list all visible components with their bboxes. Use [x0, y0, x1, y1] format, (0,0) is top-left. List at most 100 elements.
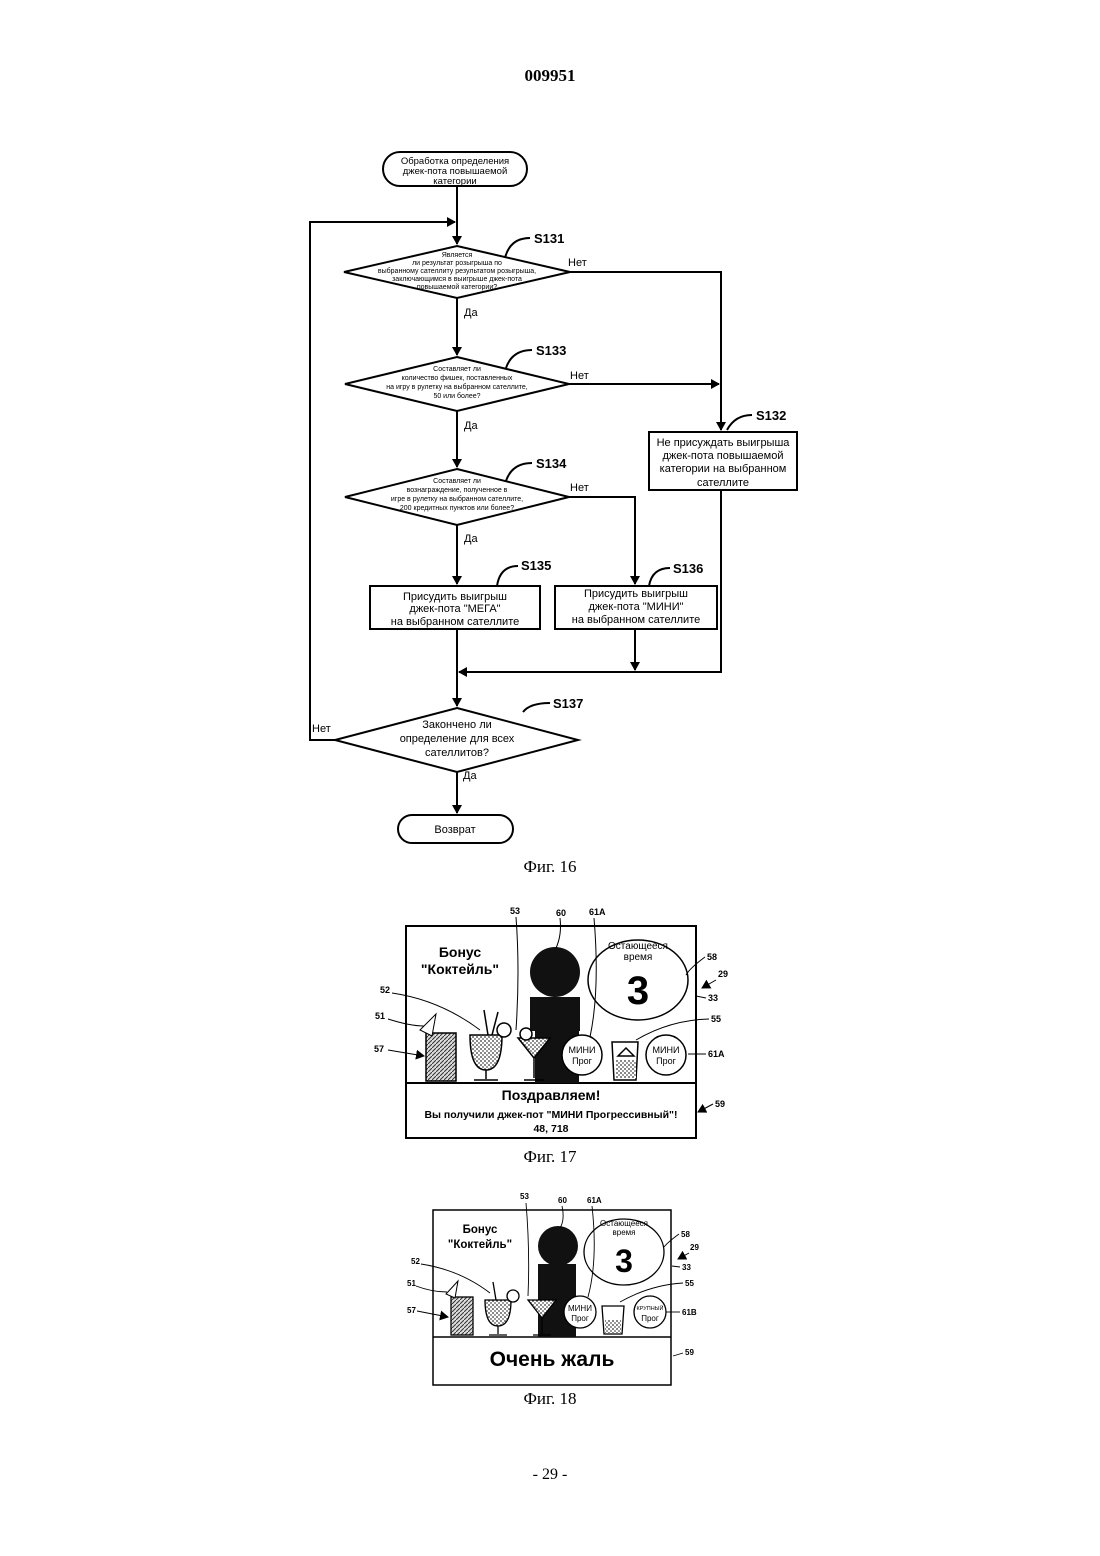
ref18-52: 52 [411, 1257, 420, 1266]
s136-line-3: на выбранном сателлите [572, 614, 700, 626]
ref18-61a-top: 61A [587, 1196, 602, 1205]
fig17-title-2: "Коктейль" [421, 961, 499, 977]
ref18-51: 51 [407, 1279, 416, 1288]
fig18-badge2-2: Прог [641, 1314, 659, 1323]
s131-line-5: повышаемой категории? [417, 283, 497, 291]
ref-58: 58 [707, 952, 717, 962]
ref-61a-top: 61A [589, 907, 606, 917]
fig18-time-label-2: время [613, 1228, 636, 1237]
glass-ice [612, 1042, 638, 1080]
s133-line-2: количество фишек, поставленных [402, 375, 513, 382]
ref18-61b: 61B [682, 1308, 697, 1317]
s132-line-2: джек-пота повышаемой [663, 450, 784, 462]
fig17-badge1-2: Прог [572, 1056, 592, 1066]
s131-line-1: Является [442, 252, 473, 259]
fig17-time-label-1: Остающееся [608, 941, 668, 952]
s133-yes-label: Да [464, 420, 478, 432]
page-footer: - 29 - [0, 1466, 1100, 1484]
s135-line-3: на выбранном сателлите [391, 616, 519, 628]
s137-line-1: Закончено ли [422, 719, 492, 731]
s134-line-2: вознаграждение, полученное в [407, 487, 508, 494]
ref-61a: 61A [708, 1049, 725, 1059]
step-s133: S133 [536, 343, 566, 358]
caption-fig16: Фиг. 16 [0, 857, 1100, 877]
fig18-badge1-1: МИНИ [568, 1304, 592, 1313]
step-s136: S136 [673, 561, 703, 576]
s133-line-4: 50 или более? [433, 392, 480, 400]
step-s135: S135 [521, 558, 551, 573]
fig18-time-value: 3 [615, 1243, 633, 1279]
fig18-time-label-1: Остающееся [600, 1219, 648, 1228]
fig18-badge2-1: КРУПНЫЙ [637, 1304, 664, 1312]
fig18-title-1: Бонус [463, 1224, 498, 1236]
ref-33: 33 [708, 993, 718, 1003]
s133-no-label: Нет [570, 370, 589, 382]
badge-large-18 [634, 1296, 666, 1328]
step-s134: S134 [536, 456, 567, 471]
fig17-time-label-2: время [624, 952, 653, 963]
ref-52: 52 [380, 985, 390, 995]
ref-51: 51 [375, 1011, 385, 1021]
fig17-badge1-1: МИНИ [569, 1045, 596, 1055]
caption-fig18: Фиг. 18 [0, 1389, 1100, 1409]
ref-29: 29 [718, 969, 728, 979]
step-s132: S132 [756, 408, 786, 423]
ref-53: 53 [510, 906, 520, 916]
caption-fig17: Фиг. 17 [0, 1147, 1100, 1167]
s135-line-2: джек-пота "МЕГА" [409, 603, 500, 615]
ref-59: 59 [715, 1099, 725, 1109]
ref18-33: 33 [682, 1263, 691, 1272]
s137-line-3: сателлитов? [425, 747, 489, 759]
s131-line-2: ли результат розыгрыша по [412, 260, 502, 267]
step-s131: S131 [534, 231, 564, 246]
s137-no-label: Нет [312, 723, 331, 735]
badge-mini-2 [646, 1035, 686, 1075]
s133-line-1: Составляет ли [433, 366, 481, 373]
fig18-message: Очень жаль [490, 1348, 615, 1371]
ref18-29: 29 [690, 1243, 699, 1252]
s135-line-1: Присудить выигрыш [403, 591, 507, 603]
s131-line-4: заключающимся в выигрыше джек-пота [392, 276, 522, 283]
flowchart-fig16 [310, 152, 797, 843]
ref18-59: 59 [685, 1348, 694, 1357]
s133-line-3: на игру в рулетку на выбранном сателлите… [386, 383, 528, 391]
fig17-badge2-1: МИНИ [653, 1045, 680, 1055]
ref18-57: 57 [407, 1306, 416, 1315]
glass-ice-18 [602, 1306, 624, 1334]
ref-55: 55 [711, 1014, 721, 1024]
fig17-congrats: Поздравляем! [502, 1087, 601, 1103]
s131-line-3: выбранному сателлиту результатом розыгры… [378, 267, 536, 275]
ref18-53: 53 [520, 1192, 529, 1201]
s134-yes-label: Да [464, 533, 478, 545]
ref18-55: 55 [685, 1279, 694, 1288]
step-s137: S137 [553, 696, 583, 711]
fig18-badge1-2: Прог [571, 1314, 589, 1323]
ref18-58: 58 [681, 1230, 690, 1239]
ref-57: 57 [374, 1044, 384, 1054]
fig17-title-1: Бонус [439, 944, 482, 960]
s136-line-1: Присудить выигрыш [584, 588, 688, 600]
s132-line-4: сателлите [697, 477, 749, 489]
start-line-3: категории [433, 176, 476, 187]
end-label: Возврат [434, 824, 475, 836]
s134-line-4: 200 кредитных пунктов или более? [400, 504, 514, 512]
ref18-60: 60 [558, 1196, 567, 1205]
fig17-badge2-2: Прог [656, 1056, 676, 1066]
fig17-amount: 48, 718 [533, 1123, 568, 1135]
fig17-time-value: 3 [627, 969, 649, 1013]
s132-line-1: Не присуждать выигрыша [657, 437, 791, 449]
s137-yes-label: Да [463, 770, 477, 782]
s134-line-3: игре в рулетку на выбранном сателлите, [391, 495, 523, 503]
s134-line-1: Составляет ли [433, 478, 481, 485]
s132-line-3: категории на выбранном [660, 463, 787, 475]
fig17-message: Вы получили джек-пот "МИНИ Прогрессивный… [424, 1109, 677, 1121]
s136-line-2: джек-пота "МИНИ" [588, 601, 683, 613]
s137-line-2: определение для всех [400, 733, 515, 745]
ref-60: 60 [556, 908, 566, 918]
s131-yes-label: Да [464, 307, 478, 319]
badge-mini-1 [562, 1035, 602, 1075]
s134-no-label: Нет [570, 482, 589, 494]
s131-no-label: Нет [568, 257, 587, 269]
fig18-title-2: "Коктейль" [448, 1239, 512, 1251]
